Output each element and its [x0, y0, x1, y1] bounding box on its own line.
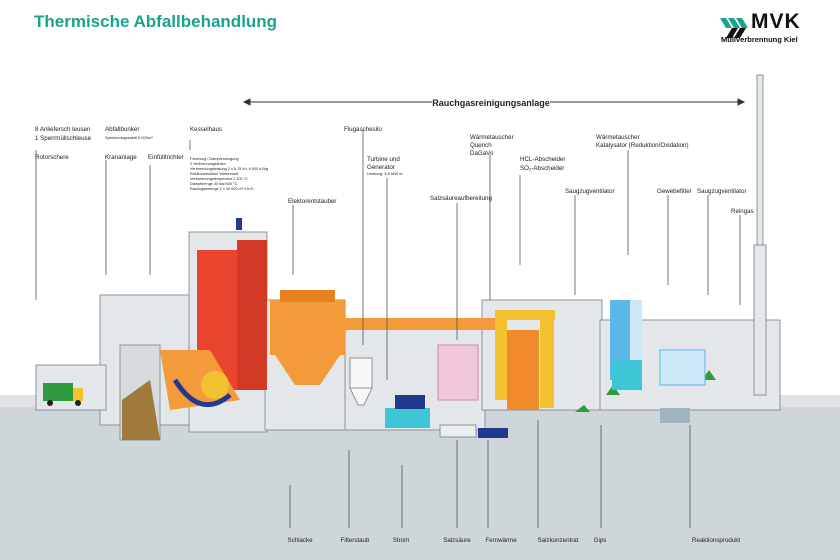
label-quench-1: Wärmetauscher [470, 134, 514, 141]
label-kesselhaus: Kesselhaus [190, 126, 222, 133]
label-saugzug-2: Saugzugventilator [697, 188, 747, 195]
chimney [753, 74, 767, 396]
mvk-logo-icon [720, 18, 748, 38]
label-rotorschere: Rotorschere [35, 154, 69, 161]
label-quench-2: Quench [470, 142, 492, 149]
bottom-labels: Schlacke Filterstaub Strom Salzsäure Fer… [287, 537, 740, 544]
label-turbine-1: Turbine und [367, 156, 400, 163]
label-abfallbunker: Abfallbunker [105, 126, 139, 133]
label-gips: Gips [594, 537, 607, 544]
label-fernwaerme: Fernwärme [485, 537, 517, 544]
label-hcl-2: SO₂-Abscheider [520, 165, 564, 172]
bottom-leader-lines [289, 420, 691, 528]
label-salzsaure-out: Salzsäure [443, 537, 471, 544]
boiler [160, 218, 267, 410]
label-salzkonzentrat: Salzkonzentrat [538, 537, 579, 544]
turbine-generator [385, 395, 430, 428]
label-reingas: Reingas [731, 208, 754, 215]
label-abfallbunker-sub: Speicherkapazität 5.000m³ [105, 135, 153, 140]
label-saugzug-1: Saugzugventilator [565, 188, 615, 195]
logo-text: MVK [751, 10, 801, 33]
flue-duct [345, 318, 495, 330]
kessel-spec-4: Verbrennungstemperatur 1.100 °C [190, 177, 248, 181]
kessel-spec-1: 2 Verbrennungslinien [190, 162, 226, 166]
truck-icon [43, 383, 83, 406]
kessel-spec-3: Rostkonstruktion Walzenrost [190, 172, 239, 176]
label-hcl-1: HCL-Abscheider [520, 156, 565, 163]
kessel-spec-6: Rauchgasmenge 2 x 42.000 m³ n.tr./h [190, 187, 254, 191]
label-salzsaure: Salzsäureaufbereitung [430, 195, 492, 202]
fly-ash-silo [349, 357, 373, 406]
district-heating-tank [478, 428, 508, 438]
label-waerme2-1: Wärmetauscher [596, 134, 640, 141]
hydrochloric-acid-unit [437, 344, 479, 438]
kessel-spec-5: Dampfmenge 40 bar/400 °C [190, 182, 238, 186]
label-schlacke: Schlacke [287, 537, 313, 544]
fan-icon-1 [575, 405, 590, 412]
label-reaktionsprodukt: Reaktionsprodukt [692, 537, 740, 544]
electrostatic-precipitator [270, 290, 345, 385]
logo-subtitle: Müllverbrennung Kiel [721, 35, 798, 44]
label-quench-3: DaGaVo [470, 150, 494, 157]
top-labels: 8 Anliefersch leusen 1 Sperrmüllschleuse… [35, 126, 754, 215]
label-krananlage: Krananlage [105, 154, 137, 161]
label-elektrofilter: Elektorentstauber [288, 198, 337, 205]
kessel-spec-0: Feuerung / Dampferzeugung [190, 157, 239, 161]
label-flugaschesilo: Flugaschesilo [344, 126, 382, 133]
catalyst-tower [610, 300, 642, 390]
waste-bunker [122, 380, 160, 440]
label-einfulltrichter: Einfülltrichter [148, 154, 184, 161]
label-schleusen-1: 8 Anliefersch leusen [35, 126, 91, 133]
span-label: Rauchgasreinigungsanlage [432, 98, 550, 108]
label-filterstaub: Filterstaub [341, 537, 370, 544]
kessel-spec-2: Verbrennungsleistung 2 x 6,75 t/h, 9.000… [190, 167, 268, 171]
label-schleusen-2: 1 Sperrmüllschleuse [35, 135, 92, 142]
label-strom: Strom [393, 537, 410, 544]
label-turbine-2: Generator [367, 164, 395, 171]
label-gewebefilter: Gewebefilter [657, 188, 692, 195]
page-title: Thermische Abfallbehandlung [34, 12, 278, 31]
leader-lines [35, 130, 741, 380]
label-waerme2-2: Katalysator (Reduktion/Oxidation) [596, 142, 689, 149]
fabric-filter [659, 349, 706, 423]
label-turbine-sub: Leistung: 5,5 MW el. [367, 171, 403, 176]
flue-gas-scrubber [495, 310, 555, 410]
